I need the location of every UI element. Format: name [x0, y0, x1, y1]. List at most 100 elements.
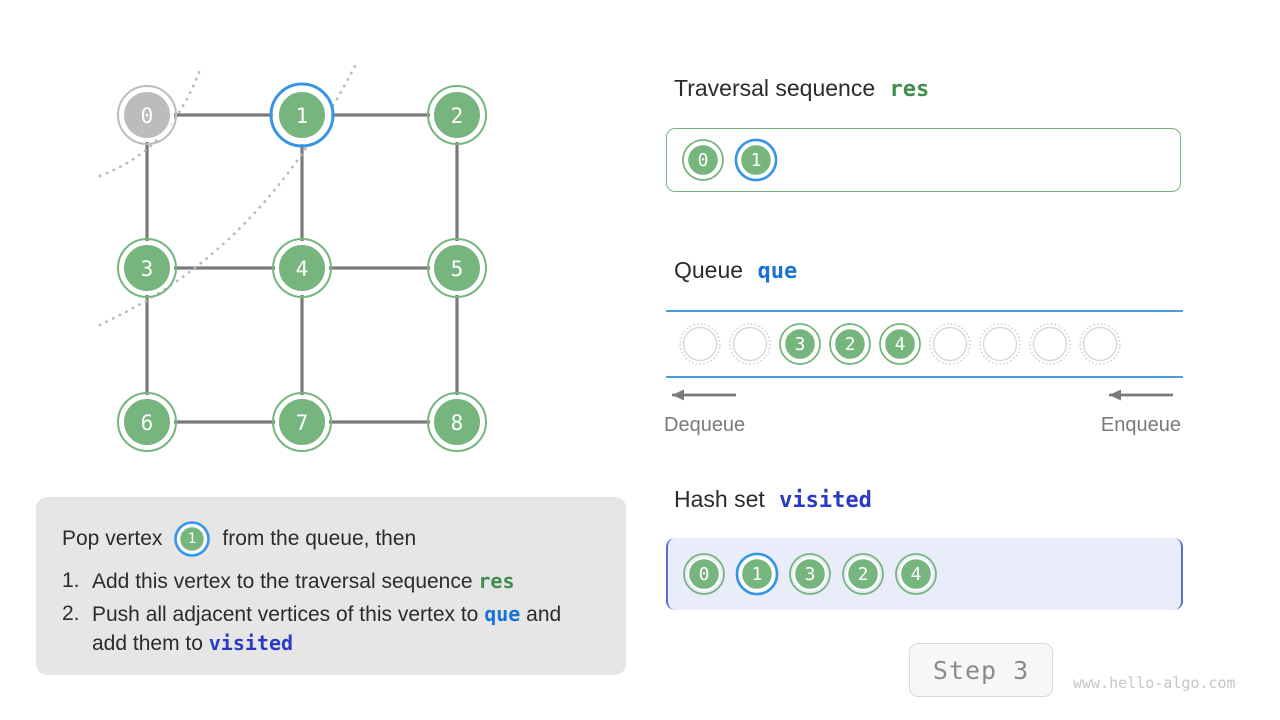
queue-slot-1[interactable] [728, 322, 772, 366]
empty-slot-inner-ring [732, 326, 768, 362]
step-keyword-1: que [484, 602, 521, 626]
token-outer-ring [829, 323, 871, 365]
graph-node-5[interactable]: 5 [427, 238, 487, 298]
token-label: 0 [699, 564, 710, 585]
token-fill [686, 143, 720, 177]
node-label: 5 [451, 257, 464, 281]
empty-slot-dashed-ring [679, 323, 721, 365]
token-label: 0 [698, 150, 709, 171]
step-number: 2. [62, 602, 80, 625]
node-outer-ring [427, 85, 487, 145]
token-fill [833, 327, 867, 361]
empty-slot-dashed-ring [729, 323, 771, 365]
node-outer-ring [427, 238, 487, 298]
explanation-step-2: 2.Push all adjacent vertices of this ver… [62, 600, 600, 658]
graph-panel: 0 1 2 3 4 5 6 7 8 [0, 0, 640, 480]
node-fill [431, 89, 483, 141]
graph-node-7[interactable]: 7 [272, 392, 332, 452]
node-label: 7 [296, 411, 309, 435]
empty-slot-inner-ring [1032, 326, 1068, 362]
graph-node-2[interactable]: 2 [427, 85, 487, 145]
visited-item-2[interactable]: 3 [788, 552, 832, 596]
explanation-headline-suffix: from the queue, then [222, 527, 417, 550]
visited-item-4[interactable]: 4 [894, 552, 938, 596]
token-fill [793, 557, 827, 591]
graph-node-8[interactable]: 8 [427, 392, 487, 452]
queue-slot-0[interactable] [678, 322, 722, 366]
token-label: 4 [895, 334, 906, 355]
empty-slot-dashed-ring [1079, 323, 1121, 365]
token-label: 3 [795, 334, 806, 355]
empty-slot-inner-ring [682, 326, 718, 362]
token-highlight-ring [734, 138, 778, 182]
empty-slot-dashed-ring [979, 323, 1021, 365]
token-highlight-ring [735, 552, 779, 596]
queue-slot-6[interactable] [978, 322, 1022, 366]
empty-slot-inner-ring [1082, 326, 1118, 362]
graph-node-0[interactable]: 0 [117, 85, 177, 145]
node-fill [431, 396, 483, 448]
watermark: www.hello-algo.com [1073, 674, 1236, 692]
visited-container: 0 1 3 2 4 [666, 538, 1183, 610]
queue-slot-8[interactable] [1078, 322, 1122, 366]
dequeue-arrow [672, 389, 736, 401]
token-outer-ring [779, 323, 821, 365]
visited-title-text: Hash set [674, 486, 765, 512]
res-title-text: Traversal sequence [674, 75, 876, 101]
queue-direction-labels: Dequeue Enqueue [664, 414, 1181, 437]
graph-node-6[interactable]: 6 [117, 392, 177, 452]
enqueue-arrow [1109, 389, 1173, 401]
visited-item-0[interactable]: 0 [682, 552, 726, 596]
node-label: 3 [141, 257, 154, 281]
token-white-ring [738, 555, 776, 593]
token-white-ring [737, 141, 775, 179]
graph-node-4[interactable]: 4 [272, 238, 332, 298]
visited-title-keyword: visited [779, 488, 872, 513]
graph-node-1[interactable]: 1 [269, 82, 335, 148]
explanation-steps-list: 1.Add this vertex to the traversal seque… [62, 567, 600, 658]
token-label: 3 [805, 564, 816, 585]
queue-rail-bottom [666, 376, 1183, 378]
node-outer-ring [117, 238, 177, 298]
graph-node-3[interactable]: 3 [117, 238, 177, 298]
token-label: 1 [752, 564, 763, 585]
empty-slot-dashed-ring [929, 323, 971, 365]
node-outer-ring [427, 392, 487, 452]
node-label: 2 [451, 104, 464, 128]
node-label: 8 [451, 411, 464, 435]
empty-slot-inner-ring [982, 326, 1018, 362]
res-item-1[interactable]: 1 [734, 138, 778, 182]
node-fill [276, 89, 328, 141]
node-fill [121, 396, 173, 448]
queue-title-keyword: que [757, 259, 798, 284]
empty-slot-dashed-ring [1029, 323, 1071, 365]
queue-slot-3[interactable]: 2 [828, 322, 872, 366]
queue-rail-top [666, 310, 1183, 312]
queue-slot-7[interactable] [1028, 322, 1072, 366]
token-outer-ring [683, 553, 725, 595]
dequeue-label: Dequeue [664, 414, 746, 436]
queue-slot-5[interactable] [928, 322, 972, 366]
queue-slot-4[interactable]: 4 [878, 322, 922, 366]
queue-slot-2[interactable]: 3 [778, 322, 822, 366]
token-fill [846, 557, 880, 591]
res-item-0[interactable]: 0 [681, 138, 725, 182]
node-label: 6 [141, 411, 154, 435]
popped-vertex-badge: 1 [174, 521, 211, 557]
bfs-frontier-curve-1 [98, 68, 202, 178]
queue-slots: 3 2 4 [666, 310, 1183, 378]
node-label: 1 [296, 104, 309, 128]
token-fill [899, 557, 933, 591]
node-outer-ring [272, 392, 332, 452]
token-label: 4 [911, 564, 922, 585]
token-fill [783, 327, 817, 361]
node-highlight-ring-outer [269, 82, 335, 148]
visited-item-3[interactable]: 2 [841, 552, 885, 596]
token-fill [883, 327, 917, 361]
res-section-title: Traversal sequence res [674, 75, 929, 102]
visited-item-1[interactable]: 1 [735, 552, 779, 596]
node-label: 4 [296, 257, 309, 281]
node-fill [121, 89, 173, 141]
token-outer-ring [895, 553, 937, 595]
